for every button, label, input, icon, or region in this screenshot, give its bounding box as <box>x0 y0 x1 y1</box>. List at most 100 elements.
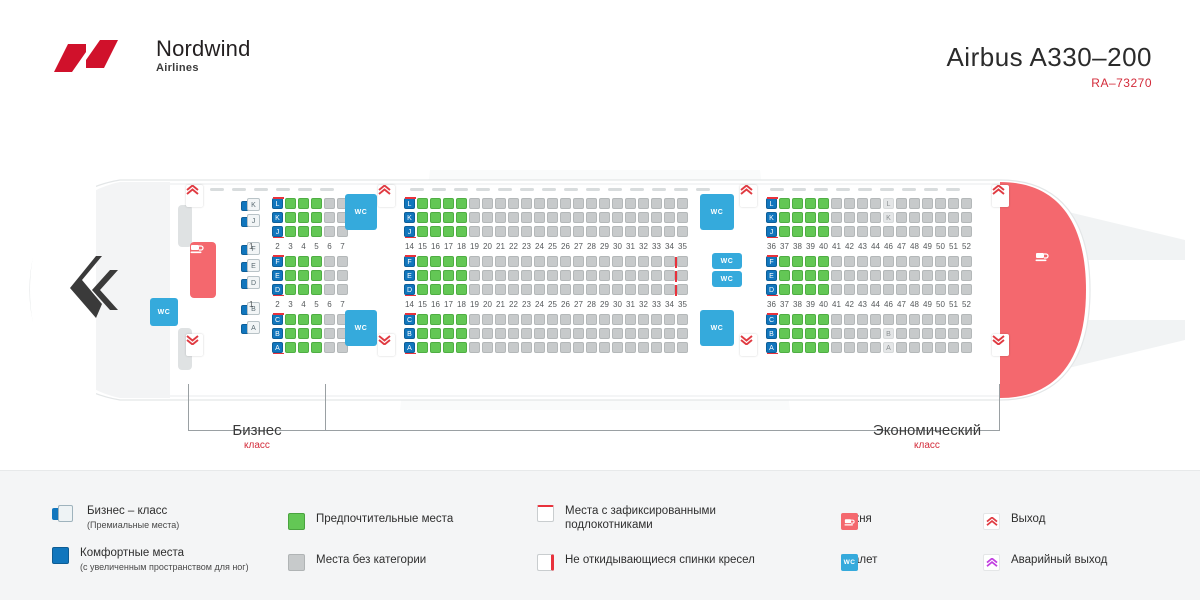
seat-39C[interactable] <box>805 314 816 325</box>
seat-30A[interactable] <box>612 342 623 353</box>
seat-34J[interactable] <box>664 226 675 237</box>
seat-31J[interactable] <box>625 226 636 237</box>
seat-21E[interactable] <box>495 270 506 281</box>
seat-21D[interactable] <box>495 284 506 295</box>
seat-39L[interactable] <box>805 198 816 209</box>
seat-23D[interactable] <box>521 284 532 295</box>
seat-33C[interactable] <box>651 314 662 325</box>
seat-14B[interactable]: B <box>404 328 415 339</box>
seat-48K[interactable] <box>909 212 920 223</box>
seat-15F[interactable] <box>417 256 428 267</box>
seat-14A[interactable]: A <box>404 342 416 354</box>
seat-4C[interactable] <box>298 314 309 325</box>
seat-17E[interactable] <box>443 270 454 281</box>
seat-35F[interactable] <box>675 256 688 268</box>
seat-6C[interactable] <box>324 314 335 325</box>
seat-28A[interactable] <box>586 342 597 353</box>
seat-30D[interactable] <box>612 284 623 295</box>
seat-40E[interactable] <box>818 270 829 281</box>
seat-51D[interactable] <box>948 284 959 295</box>
seat-25K[interactable] <box>547 212 558 223</box>
seat-4L[interactable] <box>298 198 309 209</box>
seat-50E[interactable] <box>935 270 946 281</box>
seat-2J[interactable]: J <box>272 226 284 238</box>
exit-rear-upper[interactable] <box>992 185 1009 207</box>
seat-29C[interactable] <box>599 314 610 325</box>
seat-40L[interactable] <box>818 198 829 209</box>
seat-18E[interactable] <box>456 270 467 281</box>
seat-27B[interactable] <box>573 328 584 339</box>
seat-19A[interactable] <box>469 342 480 353</box>
seat-29D[interactable] <box>599 284 610 295</box>
seat-7E[interactable] <box>337 270 348 281</box>
seat-46K[interactable]: K <box>883 212 894 223</box>
seat-47K[interactable] <box>896 212 907 223</box>
seat-20C[interactable] <box>482 314 493 325</box>
seat-46L[interactable]: L <box>883 198 894 209</box>
seat-37A[interactable] <box>779 342 790 353</box>
seat-20J[interactable] <box>482 226 493 237</box>
seat-36B[interactable]: B <box>766 328 777 339</box>
seat-15D[interactable] <box>417 284 428 295</box>
seat-17J[interactable] <box>443 226 454 237</box>
seat-48F[interactable] <box>909 256 920 267</box>
seat-2E[interactable]: E <box>272 270 283 281</box>
seat-40C[interactable] <box>818 314 829 325</box>
exit-front-right-lower[interactable] <box>378 334 395 356</box>
seat-27L[interactable] <box>573 198 584 209</box>
seat-47J[interactable] <box>896 226 907 237</box>
seat-5D[interactable] <box>311 284 322 295</box>
seat-40K[interactable] <box>818 212 829 223</box>
seat-46J[interactable] <box>883 226 894 237</box>
seat-14K[interactable]: K <box>404 212 415 223</box>
seat-22D[interactable] <box>508 284 519 295</box>
seat-29E[interactable] <box>599 270 610 281</box>
seat-27F[interactable] <box>573 256 584 267</box>
seat-28J[interactable] <box>586 226 597 237</box>
seat-5F[interactable] <box>311 256 322 267</box>
seat-30E[interactable] <box>612 270 623 281</box>
seat-36L[interactable]: L <box>766 197 778 209</box>
seat-39J[interactable] <box>805 226 816 237</box>
seat-25D[interactable] <box>547 284 558 295</box>
seat-52J[interactable] <box>961 226 972 237</box>
seat-35A[interactable] <box>677 342 688 353</box>
seat-7D[interactable] <box>337 284 348 295</box>
seat-7J[interactable] <box>337 226 348 237</box>
seat-29J[interactable] <box>599 226 610 237</box>
seat-22C[interactable] <box>508 314 519 325</box>
seat-2B[interactable]: B <box>272 328 283 339</box>
seat-49L[interactable] <box>922 198 933 209</box>
seat-38E[interactable] <box>792 270 803 281</box>
seat-2L[interactable]: L <box>272 197 284 209</box>
seat-3B[interactable] <box>285 328 296 339</box>
seat-32B[interactable] <box>638 328 649 339</box>
seat-30B[interactable] <box>612 328 623 339</box>
seat-4B[interactable] <box>298 328 309 339</box>
seat-34B[interactable] <box>664 328 675 339</box>
seat-52B[interactable] <box>961 328 972 339</box>
seat-43K[interactable] <box>857 212 868 223</box>
seat-43F[interactable] <box>857 256 868 267</box>
seat-4D[interactable] <box>298 284 309 295</box>
exit-mid-lower[interactable] <box>740 334 757 356</box>
seat-40A[interactable] <box>818 342 829 353</box>
seat-3E[interactable] <box>285 270 296 281</box>
seat-26L[interactable] <box>560 198 571 209</box>
seat-52L[interactable] <box>961 198 972 209</box>
seat-32J[interactable] <box>638 226 649 237</box>
seat-46D[interactable] <box>883 284 894 295</box>
seat-37K[interactable] <box>779 212 790 223</box>
seat-31E[interactable] <box>625 270 636 281</box>
seat-17K[interactable] <box>443 212 454 223</box>
seat-40J[interactable] <box>818 226 829 237</box>
seat-26D[interactable] <box>560 284 571 295</box>
business-seat-A[interactable]: A <box>247 321 260 334</box>
seat-44J[interactable] <box>870 226 881 237</box>
seat-16K[interactable] <box>430 212 441 223</box>
seat-32K[interactable] <box>638 212 649 223</box>
seat-44C[interactable] <box>870 314 881 325</box>
seat-50B[interactable] <box>935 328 946 339</box>
seat-49E[interactable] <box>922 270 933 281</box>
seat-37B[interactable] <box>779 328 790 339</box>
